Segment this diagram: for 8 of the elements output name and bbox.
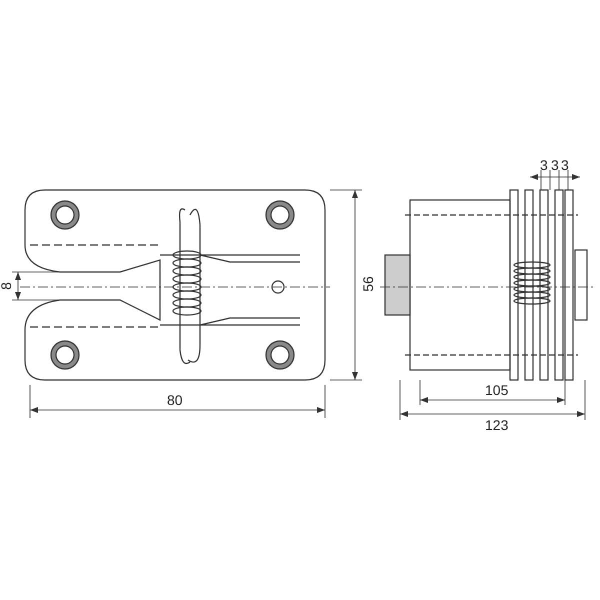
dimension-label: 3 bbox=[561, 158, 569, 172]
dimension-label: 3 bbox=[540, 158, 548, 172]
dimension-label: 105 bbox=[485, 383, 508, 397]
dimension-label: 56 bbox=[360, 276, 375, 292]
dimension-label: 3 bbox=[551, 158, 559, 172]
dimension-label: 8 bbox=[0, 282, 13, 290]
dimension-label: 80 bbox=[167, 393, 183, 407]
dimension-label: 123 bbox=[485, 418, 508, 432]
